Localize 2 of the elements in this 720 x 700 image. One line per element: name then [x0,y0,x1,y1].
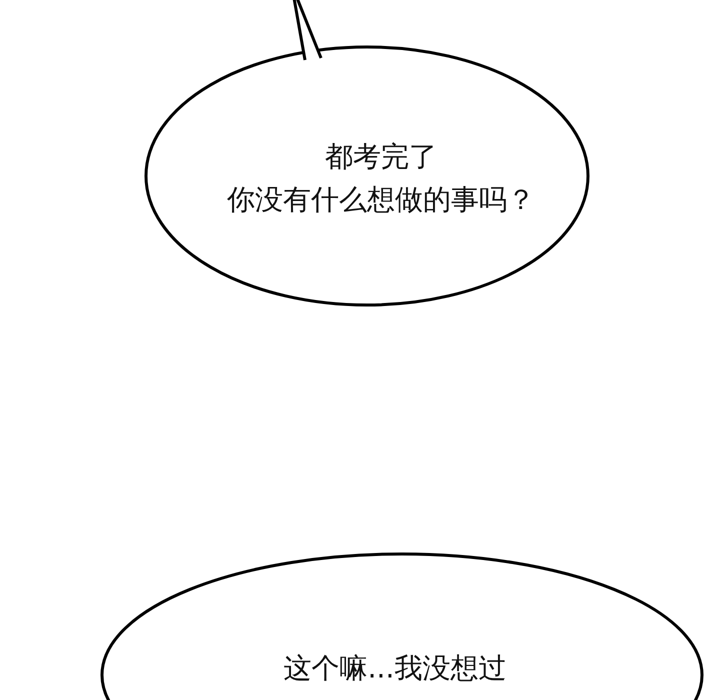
speech-text: 都考完了你没有什么想做的事吗？ [227,139,535,218]
speech-text: 这个嘛...我没想过 [284,650,506,686]
